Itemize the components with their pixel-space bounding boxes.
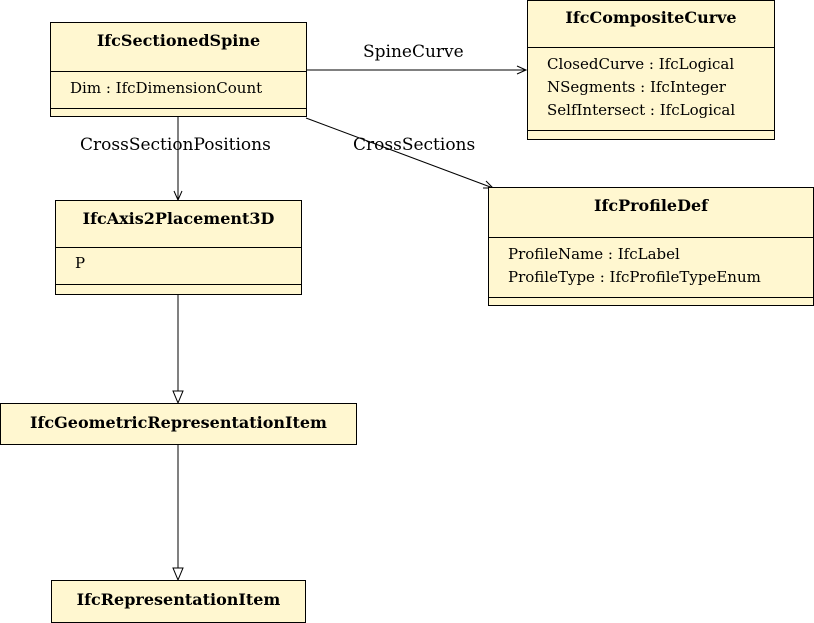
attribute: P — [75, 254, 86, 272]
class-name: IfcRepresentationItem — [76, 590, 281, 609]
class-operations — [51, 108, 306, 125]
class-operations — [489, 297, 813, 314]
class-attributes: P — [56, 247, 301, 284]
attribute: ProfileType : IfcProfileTypeEnum — [508, 268, 761, 286]
association-cross-section-positions — [173, 117, 183, 202]
class-name: IfcAxis2Placement3D — [82, 209, 275, 228]
cross-section-positions-label: CrossSectionPositions — [80, 135, 271, 155]
class-name: IfcCompositeCurve — [565, 8, 737, 27]
class-ifc-sectioned-spine[interactable]: IfcSectionedSpine Dim : IfcDimensionCoun… — [50, 22, 307, 117]
generalization-axis2placement3d — [172, 294, 184, 405]
class-operations — [56, 284, 301, 303]
class-ifc-geometric-representation-item[interactable]: IfcGeometricRepresentationItem — [0, 403, 357, 445]
class-operations — [528, 130, 774, 147]
attribute: SelfIntersect : IfcLogical — [547, 101, 736, 119]
class-ifc-axis2placement3d[interactable]: IfcAxis2Placement3D P — [55, 200, 302, 295]
association-spine-curve — [306, 65, 528, 75]
attribute: ClosedCurve : IfcLogical — [547, 55, 735, 73]
class-attributes: ProfileName : IfcLabel ProfileType : Ifc… — [489, 237, 813, 297]
class-name: IfcGeometricRepresentationItem — [30, 413, 327, 432]
cross-sections-label: CrossSections — [353, 135, 476, 155]
generalization-geometric-representation-item — [172, 444, 184, 582]
class-name: IfcSectionedSpine — [96, 31, 261, 50]
attribute: ProfileName : IfcLabel — [508, 245, 680, 263]
class-ifc-representation-item[interactable]: IfcRepresentationItem — [51, 580, 306, 623]
attribute: NSegments : IfcInteger — [547, 78, 726, 96]
class-name: IfcProfileDef — [593, 196, 709, 215]
class-ifc-composite-curve[interactable]: IfcCompositeCurve ClosedCurve : IfcLogic… — [527, 0, 775, 140]
spine-curve-label: SpineCurve — [363, 42, 464, 62]
class-attributes: Dim : IfcDimensionCount — [51, 71, 306, 108]
class-ifc-profile-def[interactable]: IfcProfileDef ProfileName : IfcLabel Pro… — [488, 187, 814, 306]
attribute: Dim : IfcDimensionCount — [70, 79, 263, 97]
class-attributes: ClosedCurve : IfcLogical NSegments : Ifc… — [528, 47, 774, 130]
